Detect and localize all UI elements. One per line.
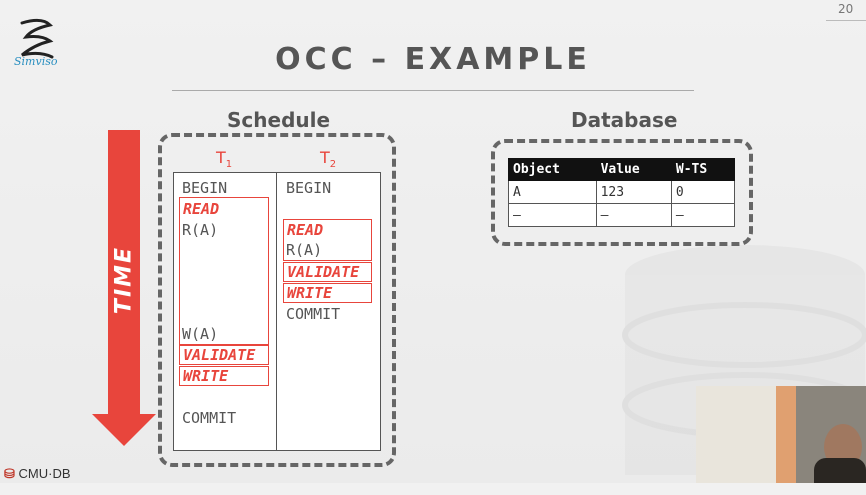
t1-write-box (179, 366, 269, 386)
t1-validate-phase: VALIDATE (183, 346, 256, 364)
t2-commit: COMMIT (286, 305, 341, 323)
t2-begin: BEGIN (286, 179, 332, 197)
header-object: Object (508, 158, 597, 181)
t2-write-box (283, 283, 372, 303)
t2-header: T2 (320, 148, 337, 171)
header-value: Value (595, 158, 672, 181)
schedule-frame (158, 133, 396, 467)
cell-value: – (595, 203, 672, 227)
t2-read-phase-box (283, 219, 372, 261)
speaker-video (696, 386, 866, 483)
t2-validate-box (283, 262, 372, 282)
cell-object: – (508, 203, 597, 227)
time-label: TIME (111, 245, 137, 315)
header-wts: W-TS (670, 158, 736, 181)
t1-write-op: W(A) (182, 325, 219, 343)
cell-value: 123 (595, 180, 672, 204)
t2-validate-phase: VALIDATE (287, 263, 360, 281)
table-row: – – – (508, 203, 736, 227)
database-header-row: Object Value W-TS (508, 158, 736, 181)
cmu-db-text: CMU·DB (18, 466, 71, 481)
time-arrow-head (92, 414, 156, 446)
cell-wts: 0 (670, 180, 736, 204)
slide-number: 20 (838, 2, 854, 16)
t1-write-phase: WRITE (183, 367, 229, 385)
t1-commit: COMMIT (182, 409, 237, 427)
cell-object: A (508, 180, 597, 204)
t1-read-phase-box (179, 197, 269, 345)
table-row: A 123 0 (508, 180, 736, 204)
t1-validate-box (179, 345, 269, 365)
cell-wts: – (670, 203, 736, 227)
database-table: Object Value W-TS A 123 0 – – – (508, 158, 736, 227)
cmu-db-logo-icon: ⛁ (4, 466, 15, 481)
database-frame (491, 139, 753, 246)
simviso-logo-icon (20, 18, 54, 59)
title-divider (172, 90, 694, 91)
t2-write-phase: WRITE (287, 284, 333, 302)
t2-read-op: R(A) (286, 241, 323, 259)
schedule-table (173, 172, 381, 451)
t1-read-op: R(A) (182, 221, 219, 239)
t2-read-phase: READ (287, 221, 324, 239)
t1-header: T1 (216, 148, 233, 171)
logo-text: Simviso (14, 55, 58, 68)
t1-read-phase: READ (183, 200, 220, 218)
slide-number-rule (826, 20, 866, 21)
schedule-label: Schedule (227, 108, 331, 132)
database-label: Database (571, 108, 678, 132)
page-title: OCC – EXAMPLE (275, 42, 591, 77)
schedule-column-divider (276, 172, 277, 451)
time-arrow (108, 130, 140, 420)
t1-begin: BEGIN (182, 179, 228, 197)
cmu-db-logo: ⛁ CMU·DB (4, 466, 71, 482)
